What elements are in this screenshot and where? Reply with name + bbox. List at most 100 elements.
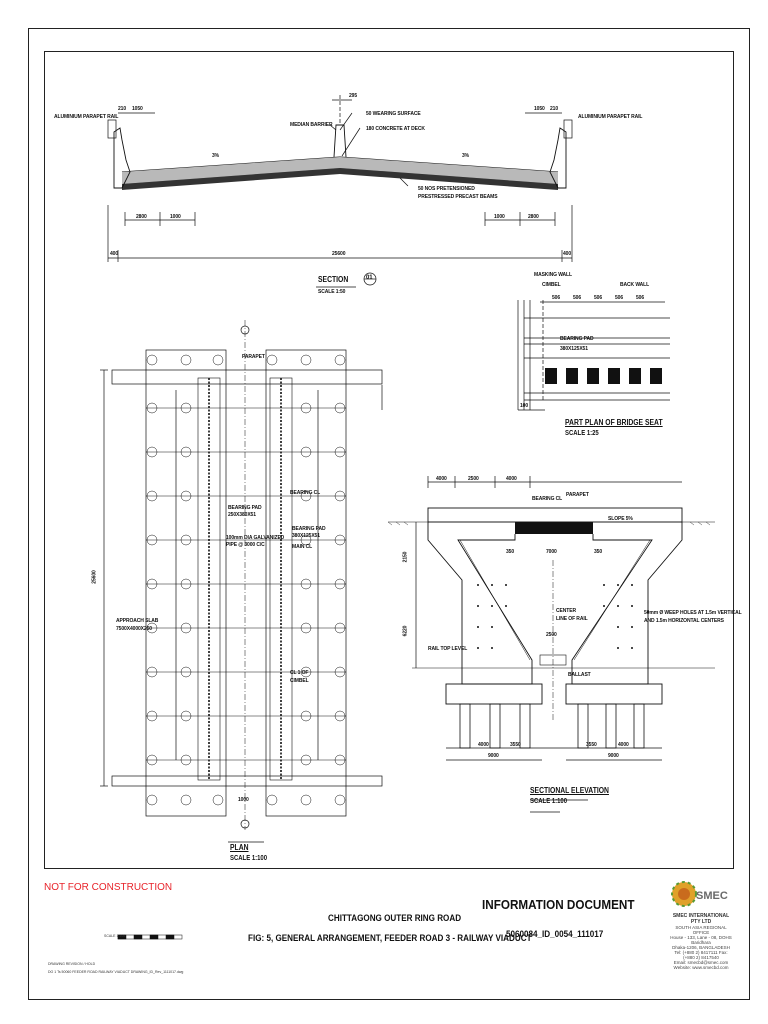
plan-scale: SCALE 1:100 bbox=[230, 855, 268, 862]
dim-2800-left: 2800 bbox=[136, 214, 147, 220]
dim-small-right: 210 bbox=[550, 106, 559, 112]
label-masking-wall: MASKING WALL bbox=[534, 272, 572, 278]
label-seat-bearing-pad: BEARING PAD bbox=[560, 336, 594, 342]
label-parapet-left: ALUMINIUM PARAPET RAIL bbox=[54, 114, 119, 120]
dim-seat-100: 100 bbox=[520, 403, 529, 409]
section-marker: 01 bbox=[366, 275, 373, 281]
company-line-6: Email: smecbd@smec.com bbox=[673, 960, 729, 965]
label-slope-left: 3% bbox=[212, 153, 220, 159]
label-elev-rail-top: RAIL TOP LEVEL bbox=[428, 646, 468, 652]
figure-caption: FIG: 5, GENERAL ARRANGEMENT, FEEDER ROAD… bbox=[248, 933, 532, 943]
sectional-elevation bbox=[387, 476, 715, 813]
smec-logo-icon: SMEC bbox=[671, 881, 728, 907]
information-document-title: INFORMATION DOCUMENT bbox=[482, 897, 635, 912]
label-beams-line1: 50 NOS PRETENSIONED bbox=[418, 186, 475, 192]
label-plan-bearing-cl: BEARING CL bbox=[290, 490, 321, 496]
project-name: CHITTAGONG OUTER RING ROAD bbox=[328, 913, 462, 923]
bridge-plan-view bbox=[100, 320, 383, 843]
elevation-title: SECTIONAL ELEVATION bbox=[530, 786, 609, 795]
label-plan-cimbel-2: CIMBEL bbox=[290, 678, 309, 684]
drawing-sheet-border bbox=[28, 28, 750, 1000]
label-plan-bearing-pad-1: BEARING PAD bbox=[228, 505, 262, 511]
label-plan-parapet: PARAPET bbox=[242, 354, 265, 360]
label-plan-approach-1: APPROACH SLAB bbox=[116, 618, 159, 624]
label-elev-weep-1: 50mm Ø WEEP HOLES AT 1.5m VERTICAL bbox=[644, 610, 742, 616]
dim-small-left: 210 bbox=[118, 106, 127, 112]
dim-elev-9000-left: 9000 bbox=[488, 753, 499, 759]
dim-2800-right: 2800 bbox=[528, 214, 539, 220]
dim-1050-right: 1050 bbox=[534, 106, 545, 112]
label-plan-bearing-pad-2: BEARING PAD bbox=[292, 526, 326, 532]
label-median-barrier: MEDIAN BARRIER bbox=[290, 122, 333, 128]
section-scale: SCALE 1:50 bbox=[318, 289, 346, 295]
document-id: 5060084_ID_0054_111017 bbox=[506, 929, 604, 939]
label-cimbel-seat: CIMBEL bbox=[542, 282, 561, 288]
scale-bar bbox=[117, 934, 183, 940]
dim-seat-spacing-2: 506 bbox=[573, 295, 582, 301]
label-plan-main-cl: MAIN CL bbox=[292, 544, 313, 550]
label-beams-line2: PRESTRESSED PRECAST BEAMS bbox=[418, 194, 498, 200]
dim-295: 295 bbox=[349, 93, 358, 99]
label-elev-parapet: PARAPET bbox=[566, 492, 589, 498]
dim-1000-right: 1000 bbox=[494, 214, 505, 220]
dim-elev-vertical-2150: 2150 bbox=[402, 551, 409, 563]
dim-seat-spacing-1: 506 bbox=[552, 295, 561, 301]
dim-elev-4000-left: 4000 bbox=[436, 476, 447, 482]
label-elev-slope: SLOPE 5% bbox=[608, 516, 633, 522]
elevation-scale: SCALE 1:100 bbox=[530, 798, 568, 805]
dim-elev-4000-right: 4000 bbox=[506, 476, 517, 482]
company-line-4: Dhaka-1206, BANGLADESH bbox=[672, 945, 730, 950]
dim-plan-total: 25600 bbox=[91, 570, 98, 584]
plan-title: PLAN bbox=[230, 843, 249, 852]
label-parapet-right: ALUMINIUM PARAPET RAIL bbox=[578, 114, 643, 120]
label-plan-cimbel-1: CL 1 OF bbox=[290, 670, 309, 676]
dim-total-section: 25600 bbox=[332, 251, 346, 257]
dim-seat-spacing-3: 506 bbox=[594, 295, 603, 301]
dim-end-left: 400 bbox=[110, 251, 119, 257]
label-back-wall: BACK WALL bbox=[620, 282, 650, 288]
file-reference-2: DO 1 Ts 50060 FEEDER ROAD RAILWAY VIADUC… bbox=[48, 970, 184, 974]
drawing-frame bbox=[44, 51, 734, 869]
label-deck: 180 CONCRETE AT DECK bbox=[366, 126, 425, 132]
dim-seat-spacing-4: 506 bbox=[615, 295, 624, 301]
dim-elev-350-left: 350 bbox=[506, 549, 515, 555]
dim-elev-3550-right: 3550 bbox=[586, 742, 597, 748]
label-elev-weep-2: AND 1.5m HORIZONTAL CENTERS bbox=[644, 618, 724, 624]
dim-1050-left: 1050 bbox=[132, 106, 143, 112]
label-plan-pipe-1: 100mm DIA GALVANIZED bbox=[226, 535, 285, 541]
label-plan-approach-2: 7500X4000X250 bbox=[116, 626, 152, 632]
label-plan-bearing-pad-2-size: 380X125X51 bbox=[292, 533, 320, 539]
label-plan-pipe-2: PIPE @ 3000 C/C bbox=[226, 542, 265, 548]
label-elev-center-2: LINE OF RAIL bbox=[556, 616, 588, 622]
label-elev-center-1: CENTER bbox=[556, 608, 576, 614]
dim-end-right: 400 bbox=[563, 251, 572, 257]
label-elev-ballast: BALLAST bbox=[568, 672, 591, 678]
section-title: SECTION bbox=[318, 275, 349, 284]
label-wearing-surface: 50 WEARING SURFACE bbox=[366, 111, 421, 117]
label-slope-right: 3% bbox=[462, 153, 470, 159]
company-line-3: House - 133, Lane - 08, DOHS Baridhara bbox=[670, 935, 732, 945]
dim-elev-7000: 7000 bbox=[546, 549, 557, 555]
dim-elev-4000-bottom-left: 4000 bbox=[478, 742, 489, 748]
bridge-seat-scale: SCALE 1:25 bbox=[565, 430, 599, 437]
logo-text: SMEC bbox=[696, 890, 728, 902]
company-name: SMEC INTERNATIONAL PTY LTD bbox=[672, 913, 730, 925]
file-reference-1: DRAWING REVISION / HOLD bbox=[48, 962, 96, 966]
dim-elev-350-right: 350 bbox=[594, 549, 603, 555]
dim-plan-span: 1000 bbox=[238, 797, 249, 803]
label-seat-bearing-size: 380X125X51 bbox=[560, 346, 588, 352]
dim-elev-vertical-6220: 6220 bbox=[402, 625, 409, 637]
company-line-5: Tel: (+880 2) 8417111 Fax: (+880 2) 8417… bbox=[674, 950, 728, 960]
bridge-cross-section bbox=[107, 95, 573, 288]
label-plan-bearing-pad-1-size: 250X380X51 bbox=[228, 512, 256, 518]
dim-seat-spacing-5: 506 bbox=[636, 295, 645, 301]
dim-elev-4000-bottom-right: 4000 bbox=[618, 742, 629, 748]
bridge-seat-title: PART PLAN OF BRIDGE SEAT bbox=[565, 418, 663, 427]
dim-elev-3550-left: 3550 bbox=[510, 742, 521, 748]
label-elev-bearing-cl: BEARING CL bbox=[532, 496, 563, 502]
dim-1000-left: 1000 bbox=[170, 214, 181, 220]
dim-elev-2500: 2500 bbox=[468, 476, 479, 482]
bridge-seat-plan bbox=[517, 300, 670, 411]
not-for-construction-note: NOT FOR CONSTRUCTION bbox=[44, 882, 173, 893]
